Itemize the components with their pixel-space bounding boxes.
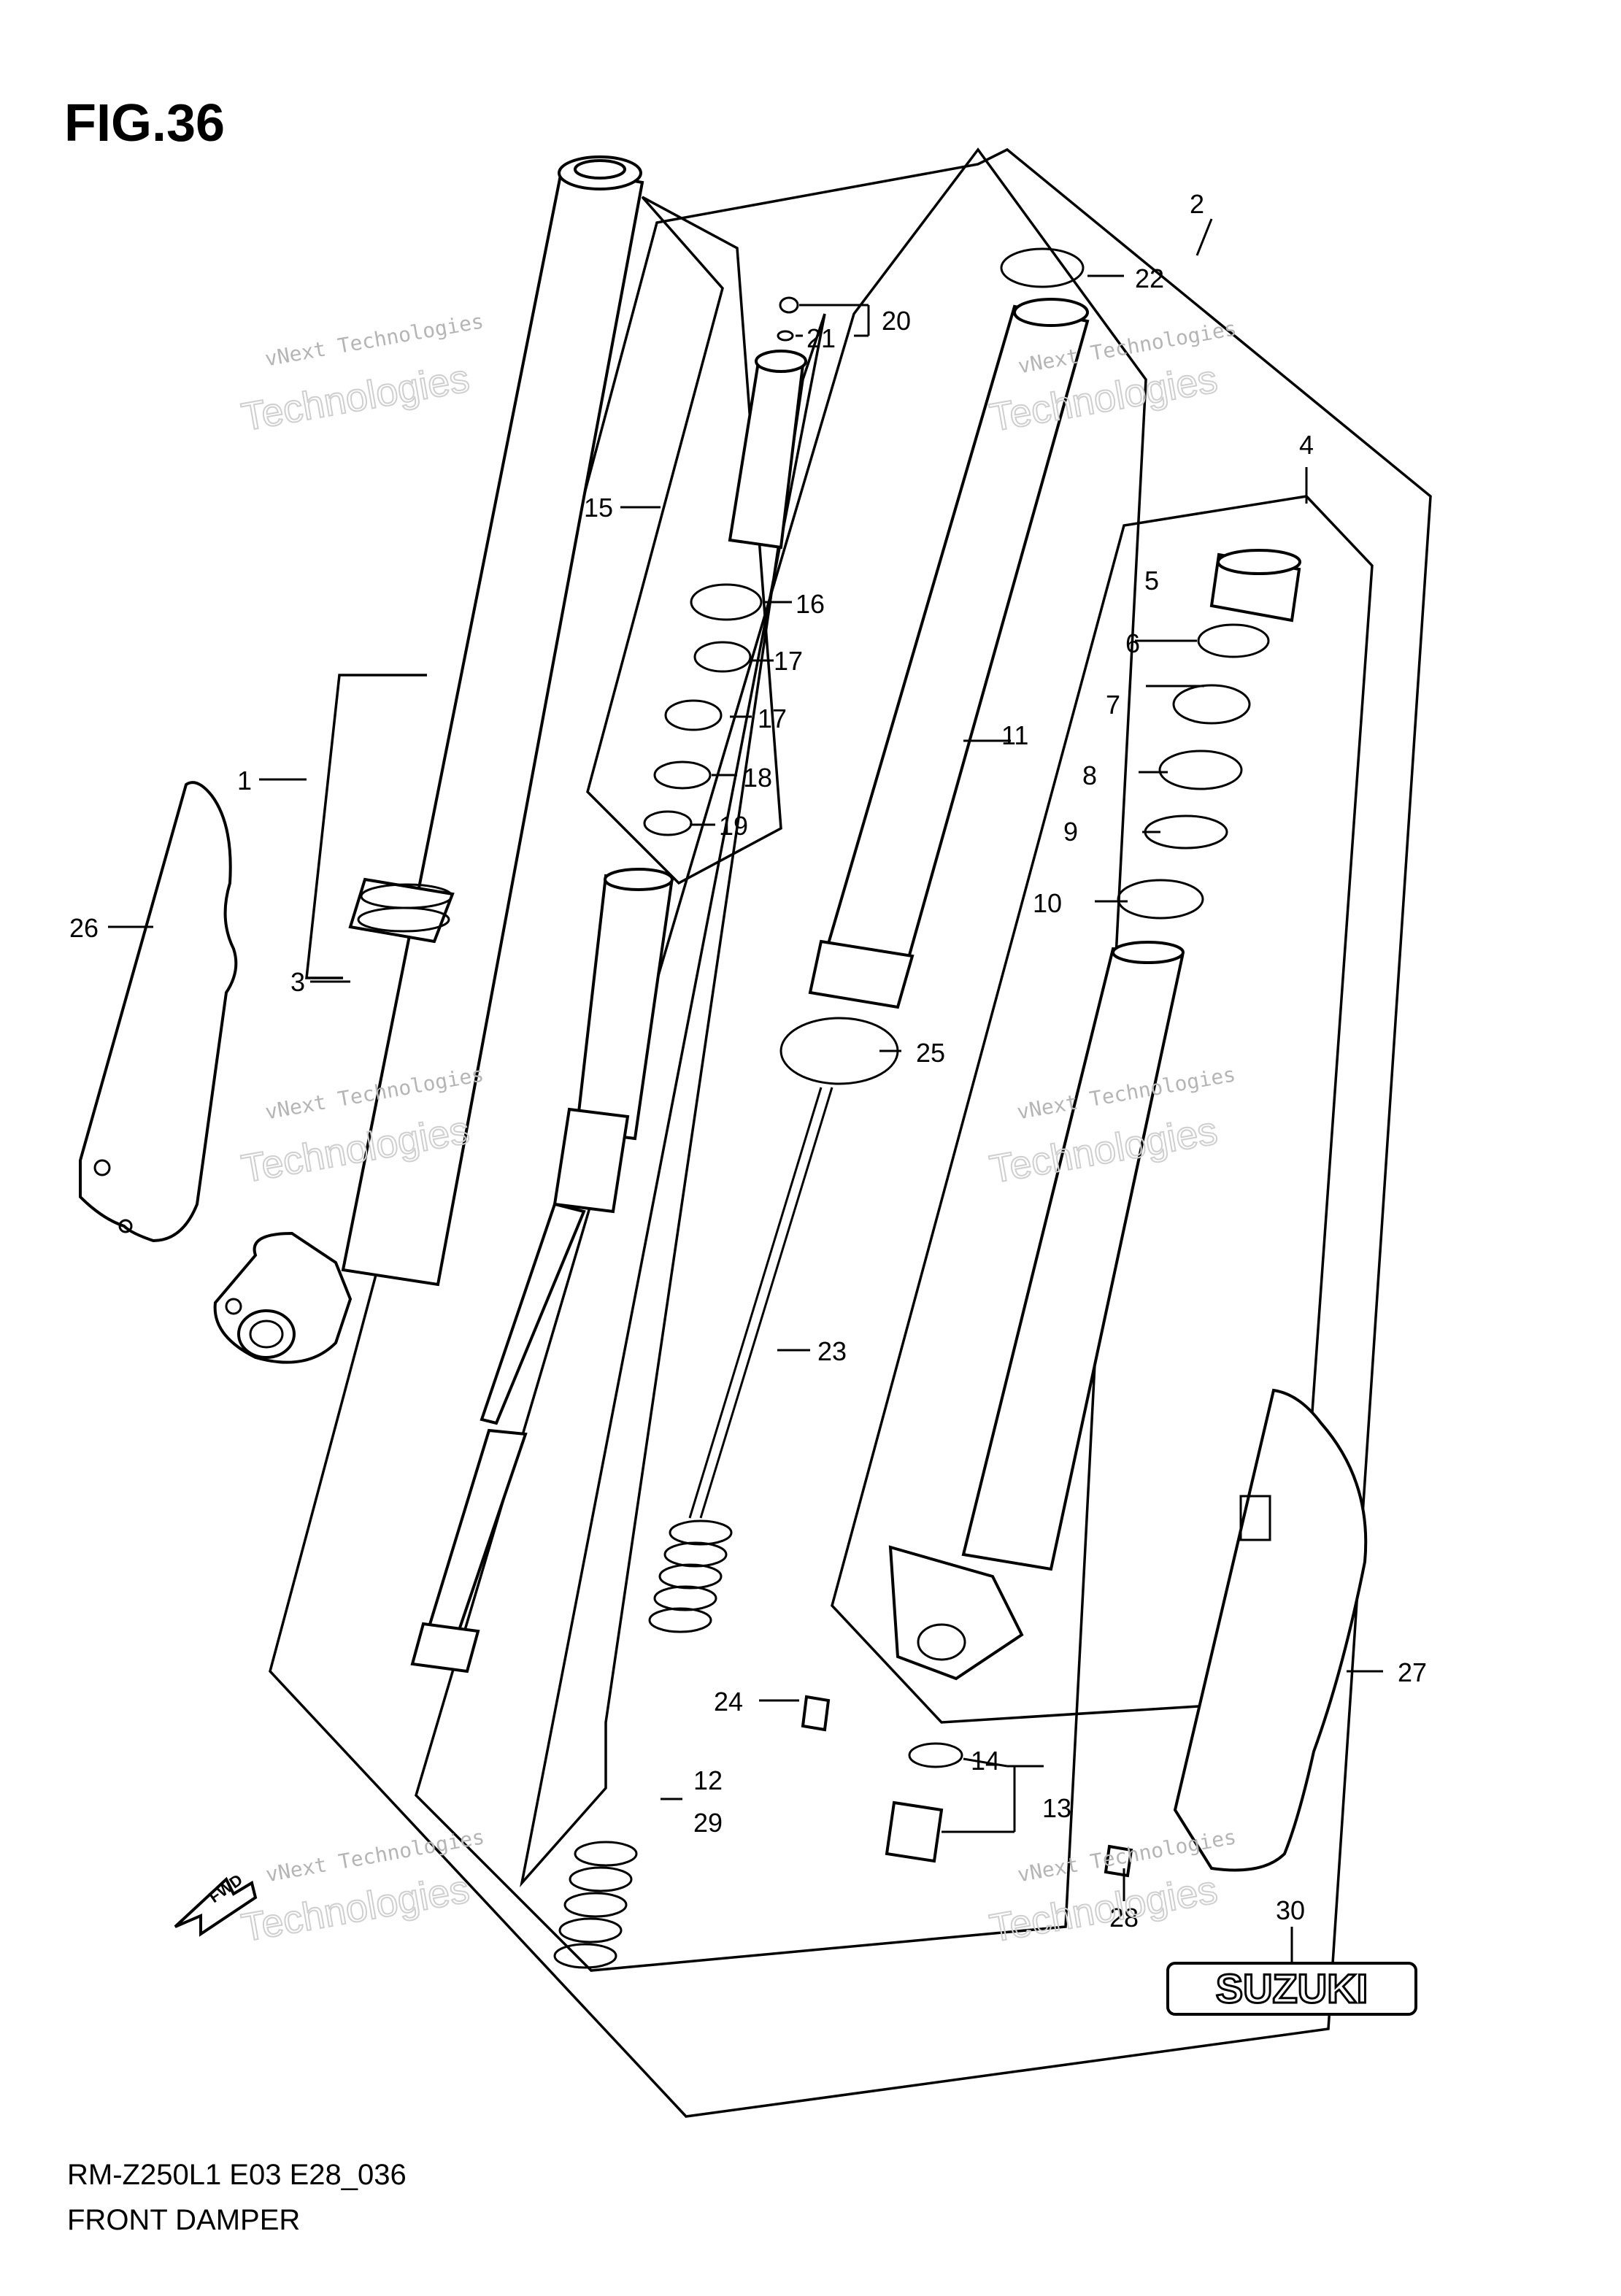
damper-cartridge-box [520, 313, 826, 1887]
callout-21: 21 [806, 323, 836, 353]
callout-20: 20 [882, 306, 911, 336]
fork-guard-right [1173, 1388, 1368, 1872]
callout-22: 22 [1135, 263, 1164, 293]
outer-tube-bushings [888, 549, 1301, 1681]
callout-9: 9 [1063, 817, 1078, 847]
callout-17a: 17 [774, 646, 803, 676]
callout-28: 28 [1109, 1903, 1139, 1933]
callout-13: 13 [1042, 1793, 1071, 1823]
callout-12: 12 [693, 1765, 723, 1795]
section-name: FRONT DAMPER [67, 2204, 301, 2236]
callout-15: 15 [584, 493, 613, 523]
figure-title: FIG.36 [64, 94, 226, 153]
suzuki-decal-text: SUZUKI [1216, 1965, 1368, 2011]
callout-23: 23 [817, 1336, 847, 1366]
callout-6: 6 [1125, 628, 1140, 658]
inner-tube [779, 247, 1090, 1085]
callout-1: 1 [237, 766, 252, 795]
watermark-1: vNext Technologies Technologies [238, 309, 485, 440]
callout-19: 19 [719, 811, 748, 841]
part-callouts: 1 2 3 4 5 6 7 8 9 10 11 12 13 14 15 16 1… [69, 189, 1427, 1933]
fork-guard-left [79, 781, 238, 1243]
adjuster-parts [801, 1695, 1133, 1878]
callout-5: 5 [1144, 566, 1159, 596]
callout-3: 3 [290, 967, 305, 997]
suzuki-decal: SUZUKI [1166, 1962, 1417, 2016]
outer-fork-assembly-box [269, 147, 1432, 2118]
callout-30: 30 [1276, 1895, 1305, 1925]
callout-26: 26 [69, 913, 99, 943]
cylinder-valve-box [586, 196, 782, 885]
spring-lower [553, 1841, 638, 1969]
callout-18: 18 [743, 763, 772, 793]
damper-cartridge [410, 868, 674, 1673]
callout-24: 24 [714, 1687, 743, 1717]
outer-tube-parts-box [831, 495, 1374, 1724]
callout-11: 11 [1001, 720, 1028, 750]
inner-tube-box [415, 147, 1147, 1972]
callout-17b: 17 [758, 704, 787, 733]
leader-lines [108, 218, 1383, 1963]
callout-7: 7 [1106, 690, 1120, 720]
left-fork-leg [213, 155, 644, 1364]
watermark-5: vNext Technologies Technologies [238, 1825, 487, 1951]
spring-upper [648, 1519, 733, 1633]
callout-29: 29 [693, 1808, 723, 1838]
callout-10: 10 [1033, 888, 1062, 918]
callout-16: 16 [796, 589, 825, 619]
callout-8: 8 [1082, 760, 1097, 790]
callout-2: 2 [1190, 189, 1204, 219]
callout-4: 4 [1299, 430, 1314, 460]
left-leg-bracket [305, 674, 427, 979]
damper-rod [688, 1087, 833, 1519]
callout-25: 25 [916, 1038, 945, 1068]
callout-27: 27 [1398, 1657, 1427, 1687]
callout-14: 14 [971, 1746, 1000, 1776]
cylinder-valve [643, 296, 807, 836]
model-code: RM-Z250L1 E03 E28_036 [67, 2159, 407, 2191]
